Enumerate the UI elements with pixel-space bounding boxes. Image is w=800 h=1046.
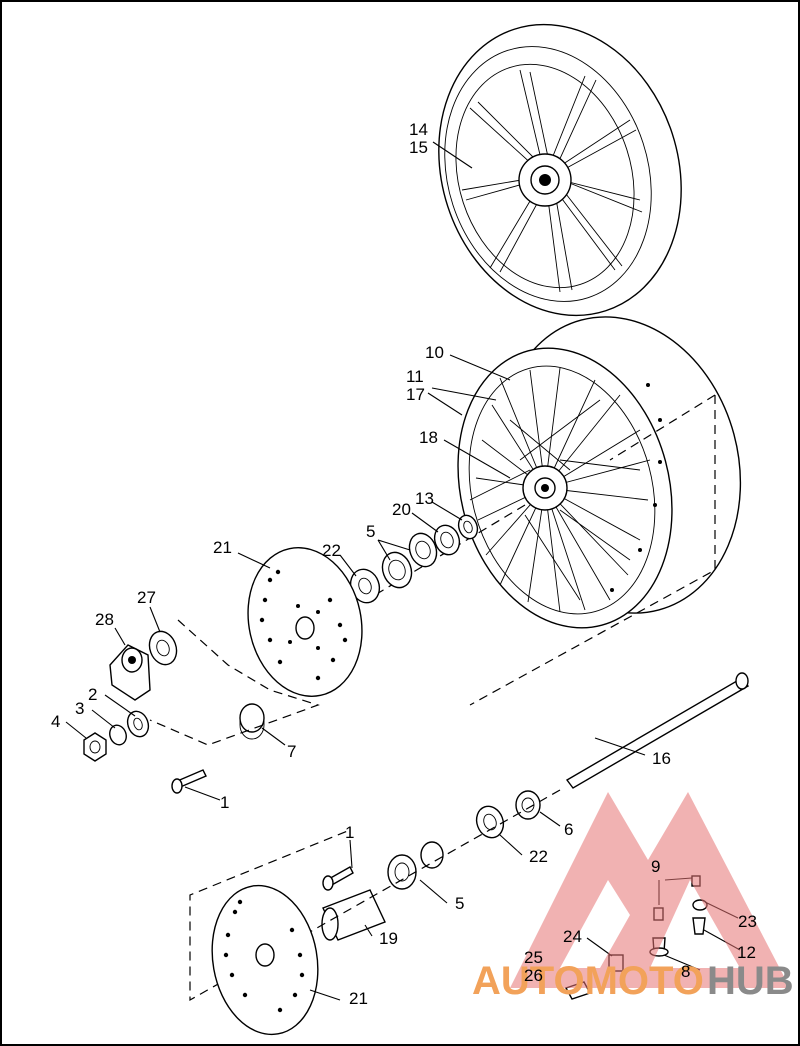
callout-28: 28 bbox=[95, 610, 114, 629]
callout-14: 14 bbox=[409, 120, 428, 139]
callout-18: 18 bbox=[419, 428, 438, 447]
callout-27: 27 bbox=[137, 588, 156, 607]
part-5-bearing-lower bbox=[387, 841, 444, 890]
cast-wheel bbox=[438, 23, 682, 317]
callout-25: 25 bbox=[524, 948, 543, 967]
callout-12: 12 bbox=[737, 943, 756, 962]
part-21-brake-rotor-lower bbox=[211, 884, 319, 1036]
part-22-spacer-lower bbox=[475, 805, 505, 839]
part-2-washer bbox=[126, 710, 150, 738]
callout-6: 6 bbox=[564, 820, 573, 839]
axle-centerline-lower bbox=[189, 789, 561, 1002]
leader-lines bbox=[65, 141, 741, 1001]
callout-22-lower: 22 bbox=[529, 847, 548, 866]
watermark-text-primary: AUTOMOTO bbox=[472, 959, 704, 1003]
callout-23: 23 bbox=[738, 912, 757, 931]
callout-2: 2 bbox=[88, 685, 97, 704]
callout-26: 26 bbox=[524, 966, 543, 985]
watermark-text-secondary: HUB bbox=[707, 959, 794, 1003]
callout-9: 9 bbox=[651, 857, 660, 876]
callout-labels: 14 15 10 11 17 18 13 20 5 22 21 27 28 2 … bbox=[51, 120, 757, 1008]
callout-7: 7 bbox=[287, 742, 296, 761]
part-16-axle bbox=[565, 672, 750, 789]
callout-4: 4 bbox=[51, 712, 60, 731]
part-13-spacer bbox=[457, 514, 479, 540]
part-28-sensor-bracket bbox=[109, 644, 151, 701]
callout-22-upper: 22 bbox=[322, 541, 341, 560]
callout-15: 15 bbox=[409, 138, 428, 157]
spokes bbox=[469, 367, 651, 613]
callout-21-upper: 21 bbox=[213, 538, 232, 557]
callout-5-lower: 5 bbox=[455, 894, 464, 913]
part-12-valve-stem bbox=[692, 917, 706, 935]
watermark-text: AUTOMOTO HUB bbox=[472, 959, 794, 1003]
callout-8: 8 bbox=[681, 962, 690, 981]
spoked-wheel bbox=[457, 316, 742, 629]
callout-3: 3 bbox=[75, 699, 84, 718]
part-27-washer bbox=[148, 630, 178, 666]
part-20-bearing bbox=[433, 524, 461, 556]
rotor-assembly-guide bbox=[149, 619, 320, 746]
part-4-nut bbox=[83, 732, 107, 762]
part-5-bearing-upper bbox=[381, 532, 438, 589]
part-1-bolt-lower bbox=[322, 866, 354, 891]
part-7-spacer bbox=[239, 703, 265, 740]
part-3-lockwasher bbox=[109, 724, 127, 746]
centerline-upper bbox=[469, 394, 716, 706]
callout-17: 17 bbox=[406, 385, 425, 404]
callout-11: 11 bbox=[406, 367, 424, 386]
part-19-sleeve bbox=[321, 889, 386, 941]
callout-1-upper: 1 bbox=[220, 793, 229, 812]
callout-20: 20 bbox=[392, 500, 411, 519]
callout-24: 24 bbox=[563, 927, 582, 946]
callout-1-lower: 1 bbox=[345, 823, 354, 842]
callout-19: 19 bbox=[379, 929, 398, 948]
part-1-bolt-upper bbox=[171, 769, 207, 794]
callout-16: 16 bbox=[652, 749, 671, 768]
callout-10: 10 bbox=[425, 343, 444, 362]
watermark-logo bbox=[510, 792, 790, 988]
callout-21-lower: 21 bbox=[349, 989, 368, 1008]
part-6-spacer bbox=[515, 790, 541, 820]
part-21-brake-rotor-upper bbox=[247, 547, 363, 697]
callout-5-upper: 5 bbox=[366, 522, 375, 541]
callout-13: 13 bbox=[415, 489, 434, 508]
